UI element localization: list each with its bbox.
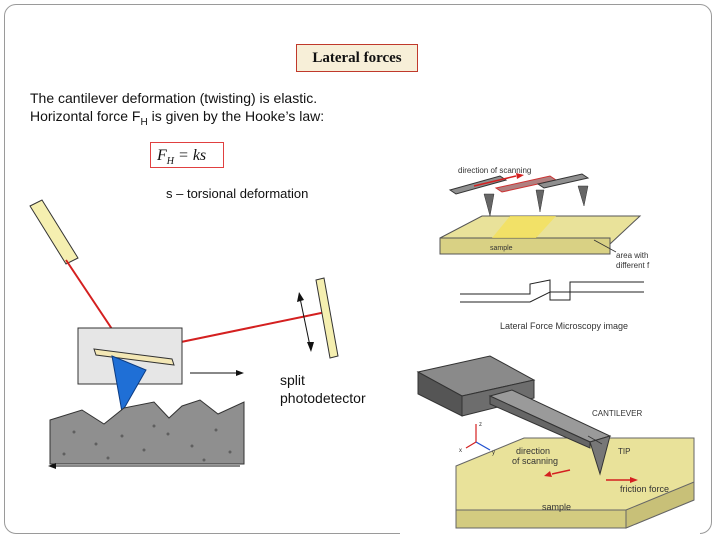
photodetector-icon bbox=[297, 277, 339, 359]
lfm-direction-label: direction of scanning bbox=[458, 166, 531, 175]
lfm-sample-label: sample bbox=[490, 245, 513, 252]
cantilever-label: CANTILEVER bbox=[592, 409, 642, 418]
bottom-arrow bbox=[48, 463, 240, 469]
cantilever-3d-illustration bbox=[400, 348, 700, 540]
line2-sub: H bbox=[140, 116, 148, 128]
slide-title: Lateral forces bbox=[296, 44, 418, 72]
lfm-caption: Lateral Force Microscopy image bbox=[500, 321, 628, 331]
sample-noise bbox=[62, 424, 232, 462]
formula-f: F bbox=[157, 147, 167, 164]
friction-label: friction force bbox=[620, 484, 669, 494]
axis-y-label: y bbox=[492, 450, 495, 456]
formula-sub: H bbox=[166, 156, 175, 168]
line2-prefix: Horizontal force F bbox=[30, 108, 141, 124]
detector-label-1: split bbox=[280, 372, 305, 388]
line-cantilever-elastic: The cantilever deformation (twisting) is… bbox=[30, 90, 318, 106]
direction-label-2: of scanning bbox=[512, 456, 558, 466]
rough-sample-surface bbox=[49, 399, 245, 465]
line2-suffix: is given by the Hooke’s law: bbox=[147, 108, 325, 124]
detector-label-2: photodetector bbox=[280, 390, 366, 406]
friction-arrows-icon bbox=[544, 469, 638, 483]
direction-label-1: direction bbox=[516, 446, 550, 456]
slide: Lateral forces The cantilever deformatio… bbox=[4, 40, 704, 540]
axis-z-label: z bbox=[479, 422, 482, 428]
lfm-area-label-2: different f bbox=[616, 261, 650, 270]
axis-x-label: x bbox=[459, 448, 462, 454]
laser-source-icon bbox=[29, 199, 79, 265]
sample-label: sample bbox=[542, 502, 571, 512]
cantilever-beam bbox=[93, 348, 175, 366]
lfm-illustration bbox=[439, 173, 644, 303]
torsional-deformation-definition: s – torsional deformation bbox=[166, 186, 309, 201]
hooke-formula: FH = ks bbox=[150, 142, 224, 168]
line-hookes-law: Horizontal force FH is given by the Hook… bbox=[30, 108, 324, 128]
slide-graphics: split photodetector direction of scannin… bbox=[29, 166, 700, 540]
formula-rhs: = ks bbox=[174, 147, 207, 164]
tip-label: TIP bbox=[618, 447, 630, 456]
tip-icon bbox=[111, 355, 147, 414]
axes-icon bbox=[465, 424, 491, 451]
lfm-area-label-1: area with bbox=[616, 251, 648, 260]
scan-direction-arrow bbox=[190, 370, 244, 376]
